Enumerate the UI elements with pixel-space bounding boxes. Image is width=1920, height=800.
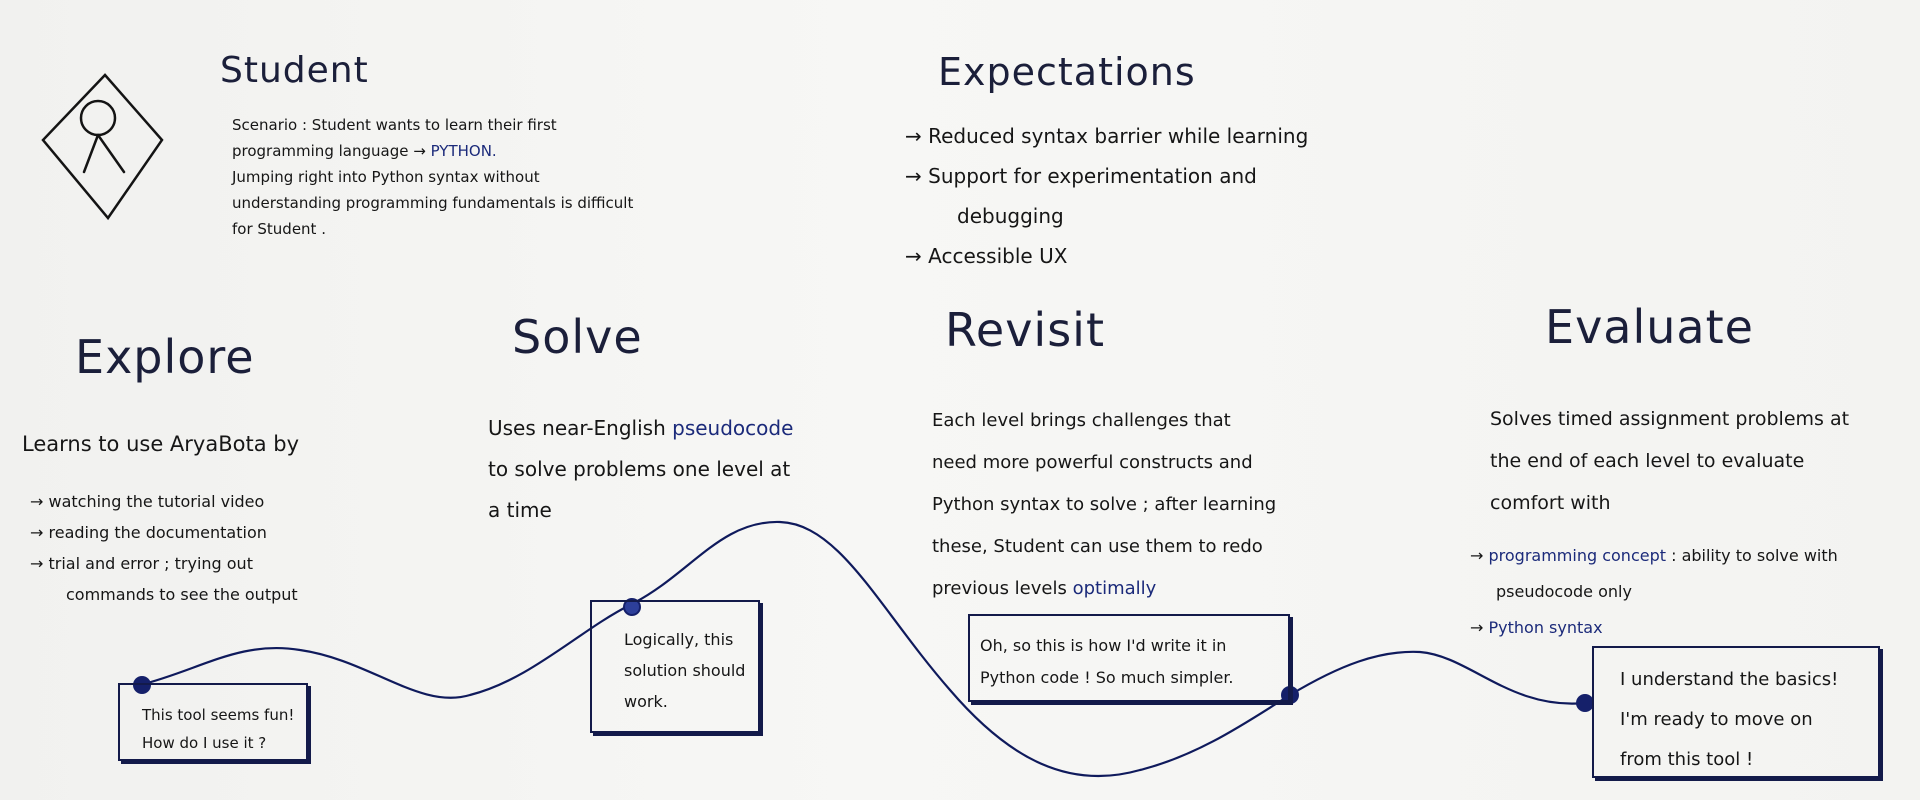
scenario-python-word: PYTHON.	[430, 142, 497, 160]
scenario-line-4: understanding programming fundamentals i…	[232, 194, 634, 212]
revisit-thought-line-2: Python code ! So much simpler.	[980, 668, 1234, 687]
evaluate-thought-line-2: I'm ready to move on	[1620, 709, 1813, 730]
revisit-desc-line-3: Python syntax to solve ; after learning	[932, 494, 1277, 515]
scenario-line-2-text: programming language →	[232, 142, 426, 160]
revisit-desc-line-2: need more powerful constructs and	[932, 452, 1253, 473]
evaluate-item-1-rest: : ability to solve with	[1666, 546, 1838, 565]
solve-desc-line-2: to solve problems one level at	[488, 457, 791, 481]
evaluate-item-1-highlight: programming concept	[1488, 546, 1667, 565]
evaluate-thought-line-3: from this tool !	[1620, 749, 1754, 770]
solve-pseudocode-word: pseudocode	[672, 416, 794, 440]
solve-desc-line-1-text: Uses near-English	[488, 416, 666, 440]
revisit-thought-bubble: Oh, so this is how I'd write it in Pytho…	[968, 614, 1290, 702]
explore-item-3-cont: commands to see the output	[66, 585, 298, 604]
journey-point-solve	[623, 598, 641, 616]
evaluate-thought-bubble: I understand the basics! I'm ready to mo…	[1592, 646, 1880, 778]
explore-thought-bubble: This tool seems fun! How do I use it ?	[118, 683, 308, 761]
scenario-line-1: Scenario : Student wants to learn their …	[232, 116, 557, 134]
evaluate-item-1: programming concept : ability to solve w…	[1470, 538, 1838, 574]
explore-item-3: trial and error ; trying out	[30, 548, 298, 579]
solve-desc-line-1: Uses near-English pseudocode	[488, 408, 793, 449]
expectation-item-1: Reduced syntax barrier while learning	[905, 116, 1308, 156]
solve-thought-line-2: solution should	[624, 661, 746, 680]
explore-intro: Learns to use AryaBota by	[22, 432, 299, 456]
revisit-optimally-word: optimally	[1072, 578, 1157, 599]
evaluate-item-2: Python syntax	[1470, 610, 1838, 646]
solve-description: Uses near-English pseudocode to solve pr…	[488, 408, 793, 531]
expectations-title: Expectations	[938, 50, 1196, 94]
evaluate-desc-line-3: comfort with	[1490, 492, 1611, 514]
solve-desc-line-3: a time	[488, 498, 552, 522]
scenario-line-5: for Student .	[232, 220, 326, 238]
evaluate-thought-line-1: I understand the basics!	[1620, 669, 1839, 690]
evaluate-list: programming concept : ability to solve w…	[1470, 538, 1838, 646]
journey-point-evaluate	[1576, 694, 1594, 712]
revisit-desc-line-1: Each level brings challenges that	[932, 410, 1231, 431]
explore-thought-line-1: This tool seems fun!	[142, 706, 295, 724]
evaluate-desc-line-2: the end of each level to evaluate	[1490, 450, 1805, 472]
evaluate-desc-line-1: Solves timed assignment problems at	[1490, 408, 1850, 430]
student-title: Student	[220, 50, 369, 91]
journey-point-explore	[133, 676, 151, 694]
solve-title: Solve	[512, 310, 643, 364]
evaluate-description: Solves timed assignment problems at the …	[1490, 398, 1849, 524]
solve-thought-line-3: work.	[624, 692, 668, 711]
evaluate-title: Evaluate	[1545, 300, 1754, 354]
explore-thought-line-2: How do I use it ?	[142, 734, 267, 752]
solve-thought-line-1: Logically, this	[624, 630, 734, 649]
persona-icon	[41, 73, 164, 221]
explore-title: Explore	[75, 330, 255, 384]
revisit-desc-line-5-text: previous levels	[932, 578, 1067, 599]
expectation-item-3: Accessible UX	[905, 236, 1308, 276]
scenario-line-2: programming language → PYTHON.	[232, 138, 633, 164]
revisit-desc-line-5: previous levels optimally	[932, 568, 1276, 610]
student-scenario: Scenario : Student wants to learn their …	[232, 112, 633, 242]
journey-curve	[138, 520, 1587, 778]
evaluate-item-2-highlight: Python syntax	[1488, 618, 1603, 637]
explore-item-2: reading the documentation	[30, 517, 298, 548]
expectations-list: Reduced syntax barrier while learning Su…	[905, 116, 1308, 276]
revisit-description: Each level brings challenges that need m…	[932, 400, 1276, 610]
revisit-title: Revisit	[945, 303, 1105, 357]
expectation-item-2: Support for experimentation and	[905, 156, 1308, 196]
explore-list: watching the tutorial video reading the …	[30, 486, 298, 610]
solve-thought-bubble: Logically, this solution should work.	[590, 600, 760, 733]
expectation-item-2-cont: debugging	[957, 204, 1064, 228]
revisit-desc-line-4: these, Student can use them to redo	[932, 536, 1263, 557]
journey-point-revisit	[1281, 686, 1299, 704]
revisit-thought-line-1: Oh, so this is how I'd write it in	[980, 636, 1227, 655]
scenario-line-3: Jumping right into Python syntax without	[232, 168, 540, 186]
explore-item-1: watching the tutorial video	[30, 486, 298, 517]
evaluate-item-1-cont: pseudocode only	[1496, 582, 1632, 601]
